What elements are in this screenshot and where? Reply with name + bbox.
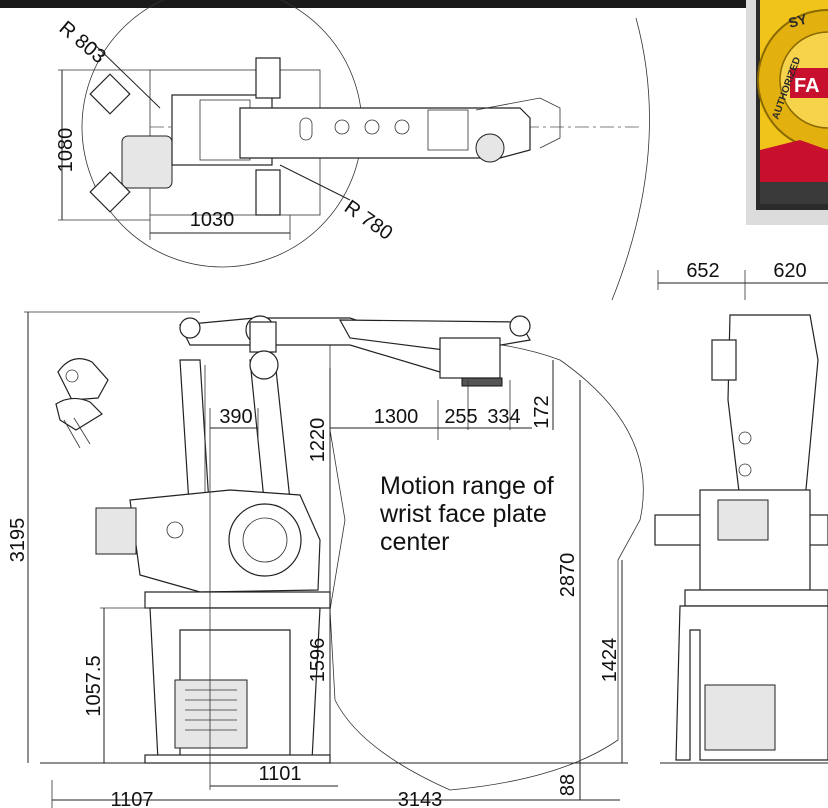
side-view-j2-gear-inner [242, 517, 288, 563]
side-view: 390 1300 255 334 172 1220 3195 1057.5 15… [7, 311, 644, 808]
dim-390-label: 390 [219, 406, 252, 428]
side-view-main-link [249, 359, 291, 511]
caption-line-1: Motion range of [380, 472, 554, 500]
top-view-arm-slot-3 [364, 119, 380, 135]
top-view-outer-arc [611, 17, 650, 301]
side-view-gripper-lower [55, 397, 103, 431]
side-view-gripper-finger-2 [73, 417, 91, 445]
dim-1220-label: 1220 [307, 418, 329, 463]
side-view-gripper-upper [57, 358, 109, 401]
top-view-corner-block-upper [89, 73, 131, 115]
badge-red-plate [790, 68, 828, 98]
dim-1080-label: 1080 [55, 128, 77, 173]
top-border-bar [0, 0, 828, 8]
side-view-foot [144, 754, 331, 764]
dim-3143-label: 3143 [398, 789, 443, 808]
dim-334-label: 334 [487, 406, 520, 428]
front-view: 652 620 [654, 260, 828, 764]
top-view-bottom-motor [255, 169, 281, 216]
dim-1424-label: 1424 [599, 638, 621, 683]
dim-2870-label: 2870 [557, 553, 579, 598]
top-view-arm-joint [427, 109, 469, 151]
side-view-bolt [166, 521, 184, 539]
dim-1030-label: 1030 [190, 209, 235, 231]
top-view-arm-slot-4 [394, 119, 410, 135]
top-view-arm [239, 107, 531, 159]
front-view-arm [727, 314, 819, 501]
front-view-hole-1 [738, 431, 752, 445]
side-view-upper-box [249, 321, 277, 353]
dim-1101-label: 1101 [258, 763, 301, 785]
dim-1057-label: 1057.5 [83, 655, 105, 716]
side-view-upper-pivot-left [179, 317, 201, 339]
dim-620-label: 620 [773, 260, 806, 282]
dim-88-label: 88 [557, 774, 579, 796]
dim-r780-label: R 780 [340, 196, 396, 245]
badge-brand-text: FA [794, 75, 820, 97]
badge-dark-band [760, 182, 828, 204]
side-view-motor-rear [95, 507, 137, 555]
front-view-side-motor [711, 339, 737, 381]
side-view-wrist-flange [461, 377, 503, 387]
side-view-gripper-pivot [65, 369, 79, 383]
side-view-turntable [144, 591, 331, 609]
dim-1107-label: 1107 [110, 789, 153, 808]
dim-r803-label: R 803 [55, 17, 110, 68]
front-view-turntable [684, 589, 828, 607]
authorized-badge: FA SY AUTHORIZED [746, 0, 828, 225]
side-view-forearm-pivot [509, 315, 531, 337]
badge-red-band [760, 140, 828, 182]
dim-172-label: 172 [531, 395, 553, 428]
top-view-motor [121, 135, 173, 189]
caption-line-2: wrist face plate [379, 500, 547, 528]
top-view-wrist [475, 133, 505, 163]
dim-r780-leader [279, 164, 351, 201]
badge-top-text: SY [787, 10, 810, 30]
top-view-corner-block-lower [89, 171, 131, 213]
front-view-cabinet [704, 684, 776, 751]
dim-1300-label: 1300 [374, 406, 419, 428]
front-view-body-panel [717, 499, 769, 541]
side-view-elbow-joint [249, 350, 279, 380]
side-view-wrist-housing [439, 337, 501, 379]
dim-652-label: 652 [686, 260, 719, 282]
caption-line-3: center [380, 528, 449, 556]
top-view-arm-slot-2 [334, 119, 350, 135]
top-view-arm-tip [475, 97, 561, 149]
top-view-top-motor [255, 57, 281, 99]
dim-3195-label: 3195 [7, 518, 29, 563]
side-view-j2-gear [228, 503, 302, 577]
side-view-cabinet [174, 679, 248, 749]
top-view-arm-slot-1 [299, 117, 313, 141]
dim-1596-label: 1596 [307, 638, 329, 683]
dim-r803-leader [91, 41, 161, 109]
side-view-gripper-finger-1 [63, 419, 81, 449]
front-view-hole-2 [738, 463, 752, 477]
dim-255-label: 255 [444, 406, 477, 428]
top-view: 1080 R 803 R 780 1030 [55, 0, 650, 301]
